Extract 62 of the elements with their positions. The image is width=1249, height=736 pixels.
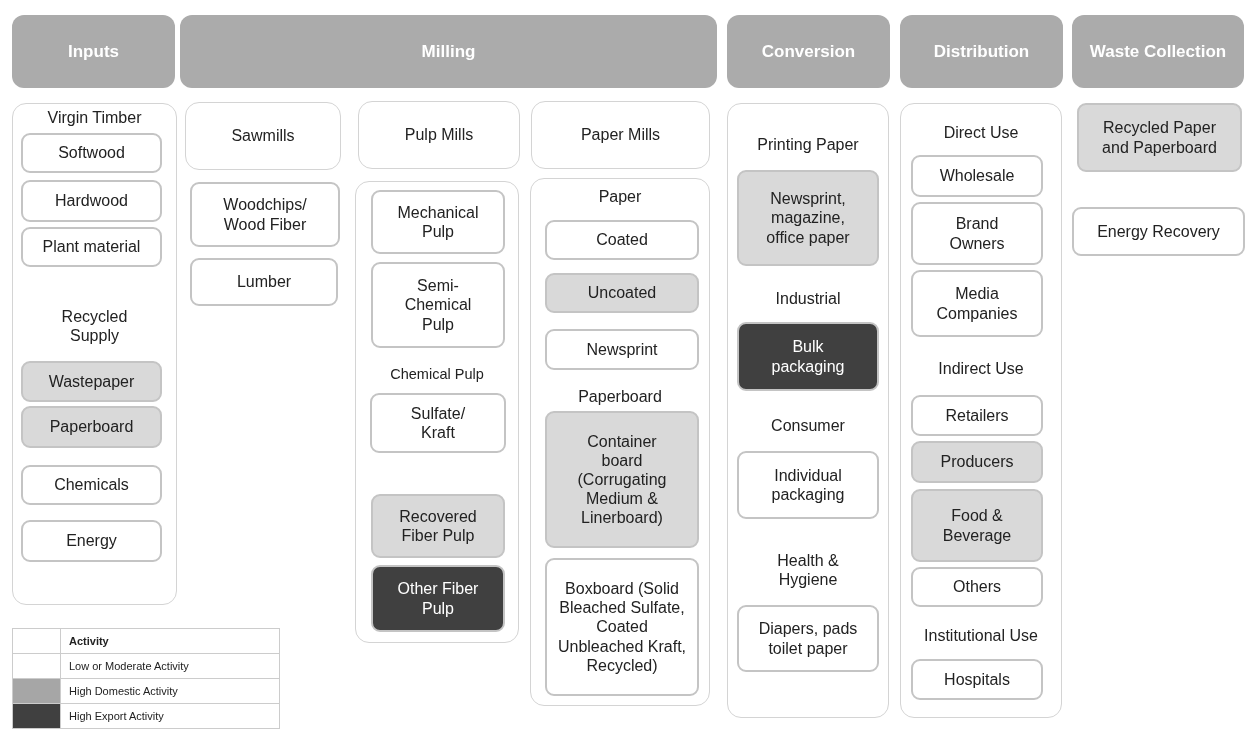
activity-box: Uncoated: [545, 273, 699, 313]
activity-box: Container board (Corrugating Medium & Linerboard): [545, 411, 699, 548]
group-heading: Institutional Use: [924, 626, 1038, 646]
group-heading: Direct Use: [943, 123, 1019, 143]
group-panel: [12, 103, 177, 605]
activity-box: Wastepaper: [21, 361, 162, 402]
activity-box: Diapers, pads toilet paper: [737, 605, 879, 672]
activity-box: Individual packaging: [737, 451, 879, 519]
group-panel: [355, 181, 519, 643]
activity-box: Brand Owners: [911, 202, 1043, 265]
group-panel: [900, 103, 1062, 718]
activity-box: Sulfate/ Kraft: [370, 393, 506, 453]
activity-box: Semi-Chemical Pulp: [371, 262, 505, 348]
legend-label: Low or Moderate Activity: [69, 660, 189, 672]
activity-box: Wholesale: [911, 155, 1043, 197]
activity-box: Producers: [911, 441, 1043, 483]
group-heading: Chemical Pulp: [390, 366, 484, 384]
activity-box: Energy Recovery: [1072, 207, 1245, 256]
group-heading: Industrial: [775, 289, 841, 309]
group-heading: Recycled Supply: [60, 307, 129, 346]
activity-box: Hardwood: [21, 180, 162, 222]
activity-box: Softwood: [21, 133, 162, 173]
group-heading: Paper: [598, 187, 642, 207]
legend-label: High Domestic Activity: [69, 685, 178, 697]
activity-box: Chemicals: [21, 465, 162, 505]
mill-heading-box: Paper Mills: [531, 101, 710, 169]
group-heading: Virgin Timber: [47, 108, 142, 128]
activity-box: Coated: [545, 220, 699, 260]
activity-box: Food & Beverage: [911, 489, 1043, 562]
group-heading: Indirect Use: [938, 359, 1024, 379]
activity-box: Media Companies: [911, 270, 1043, 337]
legend-label: High Export Activity: [69, 710, 164, 722]
group-heading: Health & Hygiene: [776, 551, 840, 590]
activity-box: Mechanical Pulp: [371, 190, 505, 254]
activity-box: Newsprint, magazine, office paper: [737, 170, 879, 266]
activity-box: Bulk packaging: [737, 322, 879, 391]
legend-heading: Activity: [69, 635, 109, 647]
group-panel: [530, 178, 710, 706]
group-heading: Printing Paper: [757, 135, 859, 155]
mill-heading-box: Pulp Mills: [358, 101, 520, 169]
activity-box: Energy: [21, 520, 162, 562]
stage-header: Distribution: [900, 15, 1063, 88]
activity-box: Newsprint: [545, 329, 699, 370]
mill-heading-box: Sawmills: [185, 102, 341, 170]
activity-box: Others: [911, 567, 1043, 607]
activity-box: Plant material: [21, 227, 162, 267]
activity-box: Woodchips/ Wood Fiber: [190, 182, 340, 247]
activity-box: Other Fiber Pulp: [371, 565, 505, 632]
activity-box: Recycled Paper and Paperboard: [1077, 103, 1242, 172]
activity-box: Paperboard: [21, 406, 162, 448]
stage-header: Milling: [180, 15, 717, 88]
activity-box: Boxboard (Solid Bleached Sulfate, Coated Unbleached Kraft, Recycled): [545, 558, 699, 696]
activity-box: Recovered Fiber Pulp: [371, 494, 505, 558]
group-heading: Consumer: [771, 416, 845, 436]
stage-header: Waste Collection: [1072, 15, 1244, 88]
group-panel: [727, 103, 889, 718]
stage-header: Conversion: [727, 15, 890, 88]
group-heading: Paperboard: [578, 387, 662, 407]
activity-box: Retailers: [911, 395, 1043, 436]
activity-box: Lumber: [190, 258, 338, 306]
stage-header: Inputs: [12, 15, 175, 88]
activity-box: Hospitals: [911, 659, 1043, 700]
